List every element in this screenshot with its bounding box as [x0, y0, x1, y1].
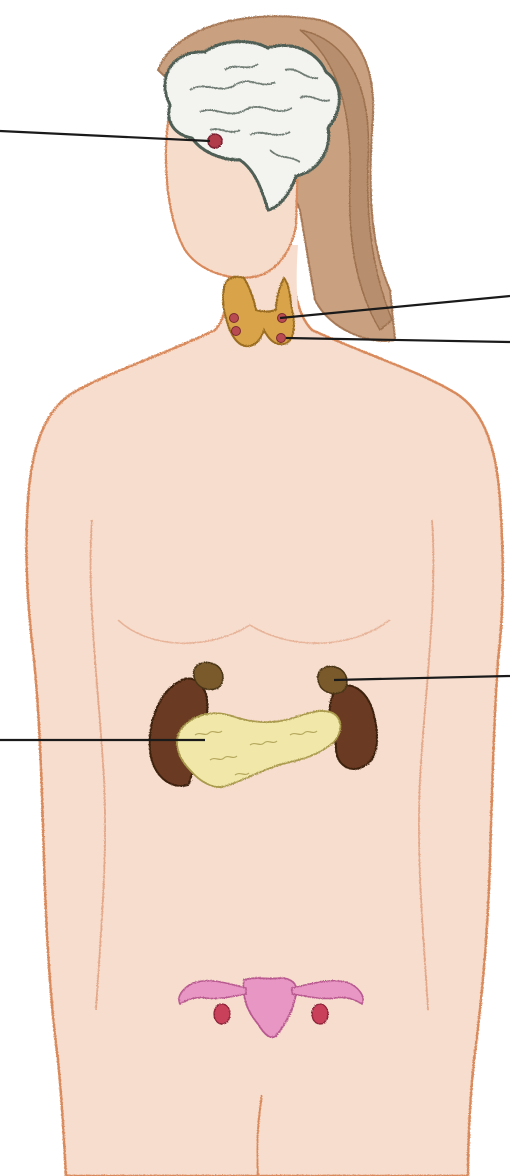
- left-adrenal-gland: [194, 663, 223, 690]
- right-ovary: [312, 1004, 328, 1024]
- left-ovary: [214, 1004, 230, 1024]
- pituitary-gland: [208, 134, 222, 148]
